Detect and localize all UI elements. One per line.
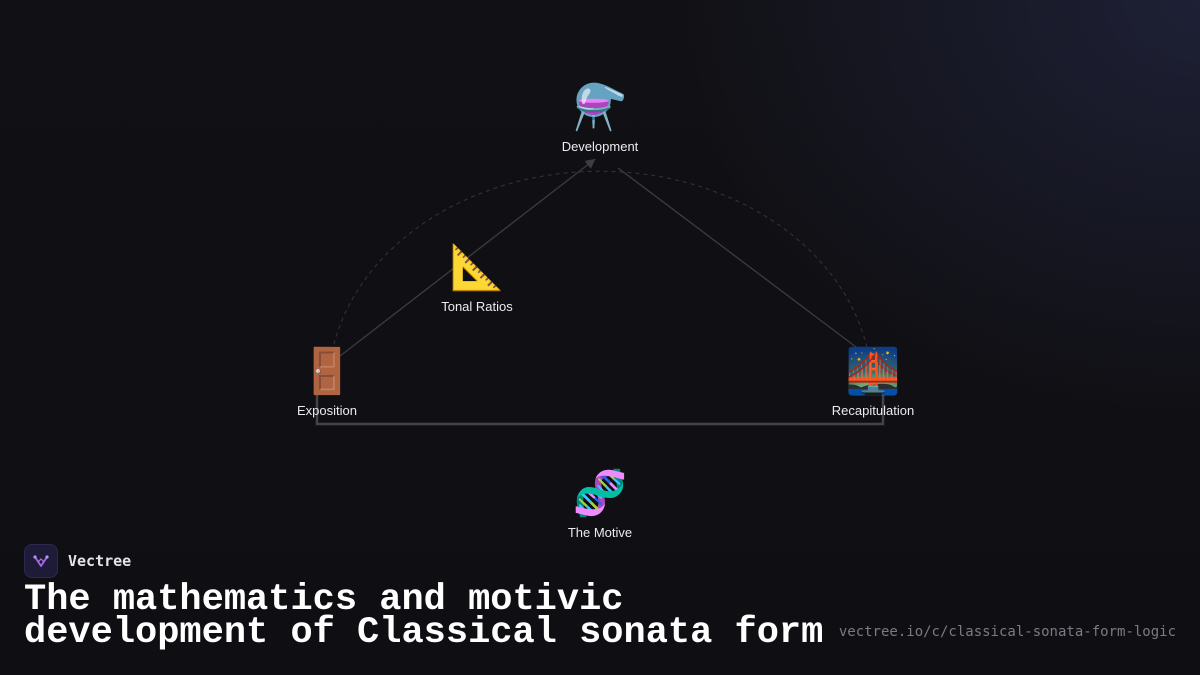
node-label: Development — [561, 139, 639, 154]
node-development[interactable]: ⚗️ Development — [520, 82, 680, 154]
edge-development-recapitulation — [617, 167, 861, 351]
brand[interactable]: Vectree — [24, 544, 131, 578]
door-icon: 🚪 — [299, 346, 355, 397]
node-exposition[interactable]: 🚪 Exposition — [247, 346, 407, 418]
node-label: The Motive — [567, 525, 633, 540]
alembic-icon: ⚗️ — [572, 82, 628, 133]
node-label: Exposition — [297, 403, 357, 418]
node-tonal-ratios[interactable]: 📐 Tonal Ratios — [397, 242, 557, 314]
edge-exposition-development — [339, 158, 596, 357]
node-label: Recapitulation — [831, 403, 915, 418]
page-url[interactable]: vectree.io/c/classical-sonata-form-logic — [838, 624, 1176, 640]
dna-icon: 🧬 — [572, 468, 628, 519]
edge-exposition-recapitulation — [315, 395, 885, 426]
vectree-logo-icon — [24, 544, 58, 578]
brand-name: Vectree — [68, 552, 132, 570]
node-label: Tonal Ratios — [441, 299, 513, 314]
triangular-ruler-icon: 📐 — [449, 242, 505, 293]
node-recapitulation[interactable]: 🌉 Recapitulation — [793, 346, 953, 418]
bridge-at-night-icon: 🌉 — [845, 346, 901, 397]
edge-dashed-arc — [331, 170, 869, 353]
node-the-motive[interactable]: 🧬 The Motive — [520, 468, 680, 540]
page-title: The mathematics and motivic development … — [24, 579, 824, 654]
